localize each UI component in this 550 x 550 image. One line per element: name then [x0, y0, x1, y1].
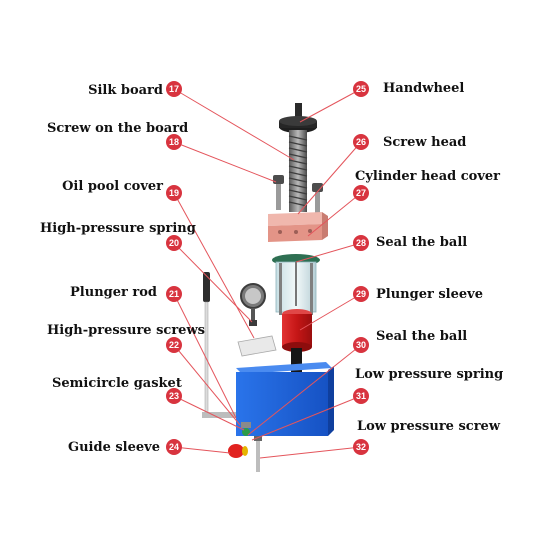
callout-31: 31 Low pressure spring — [353, 367, 503, 404]
callout-17-badge — [166, 81, 182, 97]
callout-27-badge — [353, 185, 369, 201]
handwheel-part — [279, 103, 317, 133]
left-labels: Silk board 17 Screw on the board 18 Oil … — [40, 81, 205, 455]
machine-illustration — [202, 103, 334, 472]
callout-25-label: Handwheel — [383, 81, 464, 96]
callout-27: 27 Cylinder head cover — [353, 169, 500, 201]
callout-29-number: 29 — [356, 289, 366, 299]
callout-28-label: Seal the ball — [376, 235, 467, 250]
callout-31-label: Low pressure spring — [355, 367, 503, 382]
callout-32-badge — [353, 439, 369, 455]
leader-lines — [173, 88, 362, 459]
callout-22: High-pressure screws 22 — [47, 323, 205, 353]
pressure-gauge-part — [240, 283, 266, 326]
callout-21-label: Plunger rod — [70, 285, 157, 300]
callout-23-number: 23 — [169, 391, 179, 401]
callout-32: 32 Low pressure screw — [353, 419, 501, 455]
callout-20-badge — [166, 235, 182, 251]
callout-18: Screw on the board 18 — [47, 121, 188, 150]
callout-31-badge — [353, 388, 369, 404]
callout-30-badge — [353, 337, 369, 353]
callout-20: High-pressure spring 20 — [40, 221, 196, 251]
callout-22-label: High-pressure screws — [47, 323, 205, 338]
callout-30: 30 Seal the ball — [353, 329, 467, 353]
callout-22-number: 22 — [169, 340, 179, 350]
plunger-sleeve-part — [282, 309, 312, 372]
callout-18-badge — [166, 134, 182, 150]
callout-17-label: Silk board — [88, 83, 163, 98]
callout-26-badge — [353, 134, 369, 150]
callout-20-label: High-pressure spring — [40, 221, 196, 236]
callout-25: 25 Handwheel — [353, 81, 464, 97]
callout-19: Oil pool cover 19 — [62, 179, 182, 201]
callout-29-label: Plunger sleeve — [376, 287, 483, 302]
lever-handle-part — [202, 272, 236, 418]
callout-19-number: 19 — [169, 188, 179, 198]
callout-32-label: Low pressure screw — [357, 419, 501, 434]
callout-24-label: Guide sleeve — [68, 440, 160, 455]
callout-30-number: 30 — [356, 340, 366, 350]
callout-22-badge — [166, 337, 182, 353]
callout-32-number: 32 — [356, 442, 366, 452]
callout-19-label: Oil pool cover — [62, 179, 163, 194]
callout-18-number: 18 — [169, 137, 179, 147]
callout-20-number: 20 — [169, 238, 179, 248]
callout-24-number: 24 — [169, 442, 179, 452]
callout-26-label: Screw head — [383, 135, 466, 150]
callout-26-number: 26 — [356, 137, 366, 147]
callout-23-label: Semicircle gasket — [52, 376, 182, 391]
callout-24: Guide sleeve 24 — [68, 439, 182, 455]
callout-18-label: Screw on the board — [47, 121, 188, 136]
callout-29: 29 Plunger sleeve — [353, 286, 483, 302]
callout-19-badge — [166, 185, 182, 201]
cylinder-head-cover-part — [268, 212, 328, 242]
callout-17-number: 17 — [169, 84, 179, 94]
callout-29-badge — [353, 286, 369, 302]
oil-tank-part — [236, 362, 334, 436]
callout-30-label: Seal the ball — [376, 329, 467, 344]
callout-21-number: 21 — [169, 289, 179, 299]
callout-31-number: 31 — [356, 391, 366, 401]
callout-28: 28 Seal the ball — [353, 235, 467, 251]
screw-shaft-part — [288, 130, 308, 212]
callout-17: Silk board 17 — [88, 81, 182, 98]
callout-25-badge — [353, 81, 369, 97]
callout-27-number: 27 — [356, 188, 366, 198]
right-labels: 25 Handwheel 26 Screw head 27 Cylinder h… — [353, 81, 503, 455]
callout-28-number: 28 — [356, 238, 366, 248]
callout-23: Semicircle gasket 23 — [52, 376, 182, 404]
callout-28-badge — [353, 235, 369, 251]
callout-21: Plunger rod 21 — [70, 285, 182, 302]
callout-26: 26 Screw head — [353, 134, 466, 150]
glass-cylinder-part — [272, 254, 320, 315]
callout-24-badge — [166, 439, 182, 455]
callout-27-label: Cylinder head cover — [355, 169, 500, 184]
callout-25-number: 25 — [356, 84, 366, 94]
callout-21-badge — [166, 286, 182, 302]
oil-pool-cover-part — [237, 335, 277, 357]
callout-23-badge — [166, 388, 182, 404]
